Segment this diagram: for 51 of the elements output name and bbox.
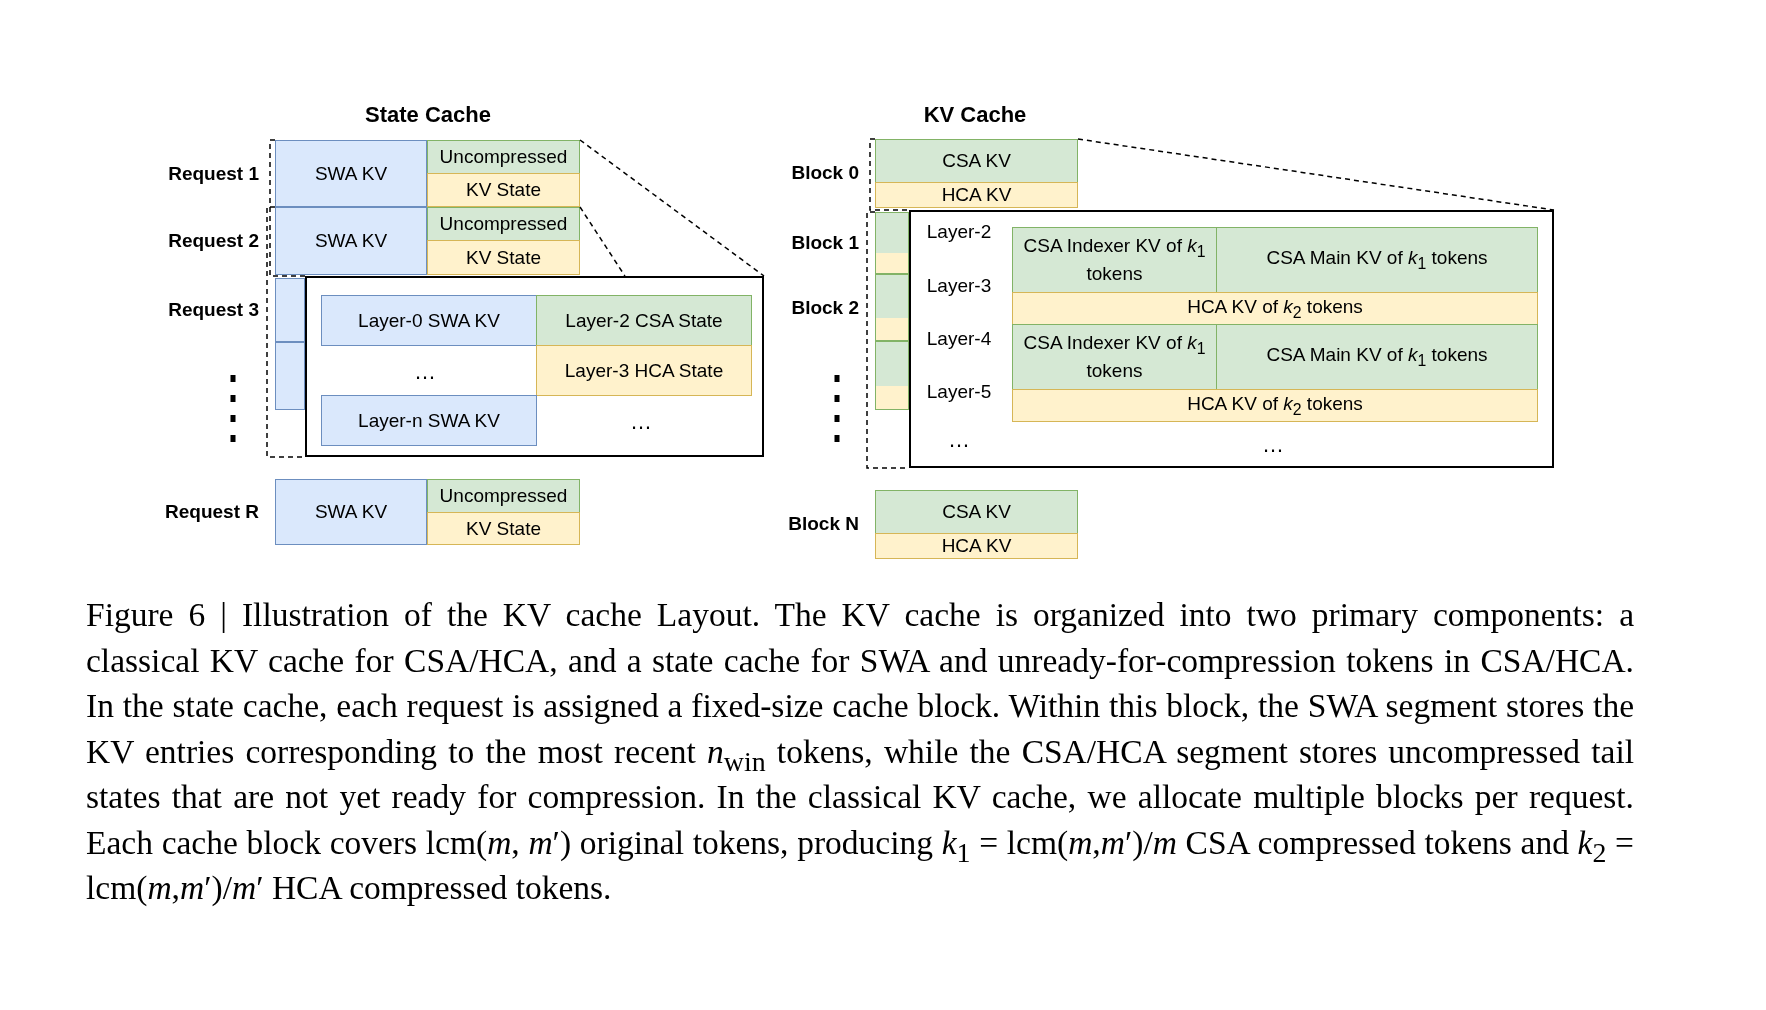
figure-caption: Figure 6 | Illustration of the KV cache Layout. The KV cache is organized into two primary components: a classical KV cache for CSA/HCA, and a state cache for SWA and unready-for-compression tokens in CSA/HCA. In the state cache, each request is assigned a fixed-size cache block. Within this block, the SWA segment stores the KV entries corresponding to the most recent n$_{win}$ tokens, while the CSA/HCA segment stores uncompressed tail states that are not yet ready for compression. In the classical KV cache, we allocate multiple blocks per request. Each cache block covers lcm(m, m′) original tokens, producing k$_{1}$ = lcm(m,m′)/m CSA compressed tokens and k$_{2}$ = lcm(m,m′)/m′ HCA compressed tokens. [86, 595, 1634, 908]
layer-label: Layer-4 [926, 328, 992, 350]
ellipsis: … [948, 427, 970, 453]
row-label: Request 2 [167, 229, 259, 253]
memory-cell: CSA Indexer KV of k$_{1}$ tokens [1012, 324, 1217, 390]
row-label: Request 1 [167, 162, 259, 186]
memory-cell: SWA KV [275, 479, 427, 545]
memory-cell: Uncompressed [427, 479, 580, 513]
ellipsis: … [1262, 432, 1284, 458]
layer-label: Layer-2 [926, 221, 992, 243]
dashed-connector-line [869, 138, 910, 211]
row-label: Block N [787, 512, 859, 536]
dashed-connector-line [579, 206, 626, 277]
memory-cell: Uncompressed [427, 207, 580, 241]
zoom-panel [305, 276, 764, 457]
memory-cell: Layer-0 SWA KV [321, 295, 537, 346]
memory-cell: SWA KV [275, 207, 427, 275]
dashed-connector-line [579, 139, 765, 277]
memory-cell: CSA Main KV of k$_{1}$ tokens [1216, 227, 1538, 293]
memory-cell: KV State [427, 512, 580, 545]
dashed-connector-line [269, 139, 306, 277]
dashed-connector-line [1077, 138, 1555, 211]
memory-cell: CSA Indexer KV of k$_{1}$ tokens [1012, 227, 1217, 293]
memory-cell: CSA KV [875, 490, 1078, 534]
memory-cell: Layer-3 HCA State [536, 345, 752, 396]
row-label: Block 1 [790, 231, 859, 255]
row-label: Block 2 [790, 296, 859, 320]
memory-cell: Uncompressed [427, 140, 580, 174]
memory-block [875, 341, 909, 410]
row-label: Request R [164, 500, 259, 524]
memory-cell: KV State [427, 173, 580, 207]
ellipsis: … [414, 359, 436, 385]
memory-cell: HCA KV [875, 182, 1078, 208]
row-label: Request 3 [167, 298, 259, 322]
memory-cell: SWA KV [275, 140, 427, 207]
memory-cell: Layer-n SWA KV [321, 395, 537, 446]
ellipsis: … [630, 409, 652, 435]
memory-block [275, 342, 305, 410]
section-title: KV Cache [923, 102, 1027, 128]
memory-cell: KV State [427, 240, 580, 275]
memory-cell: CSA KV [875, 139, 1078, 183]
row-label: Block 0 [790, 161, 859, 185]
zoom-panel [909, 210, 1554, 468]
memory-cell: HCA KV [875, 533, 1078, 559]
memory-cell: Layer-2 CSA State [536, 295, 752, 346]
memory-cell: CSA Main KV of k$_{1}$ tokens [1216, 324, 1538, 390]
layer-label: Layer-3 [926, 275, 992, 297]
memory-cell: HCA KV of k$_{2}$ tokens [1012, 292, 1538, 325]
layer-label: Layer-5 [926, 381, 992, 403]
section-title: State Cache [365, 102, 491, 128]
memory-cell: HCA KV of k$_{2}$ tokens [1012, 389, 1538, 422]
